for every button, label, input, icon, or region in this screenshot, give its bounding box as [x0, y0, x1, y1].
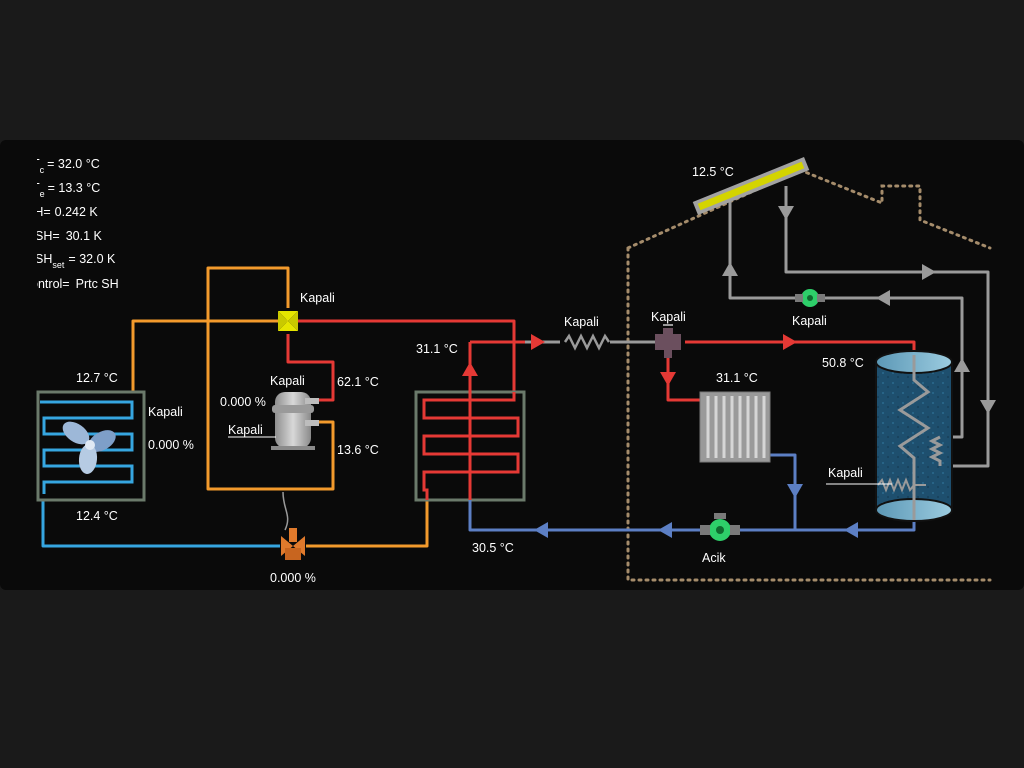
flow-arrows: [462, 206, 996, 538]
solar-collector-temp: 12.5 °C: [692, 165, 734, 179]
condenser-outlet-temp: 31.1 °C: [416, 342, 458, 356]
arrow-solar-down: [778, 206, 794, 220]
storage-tank: [875, 350, 953, 522]
expansion-valve-opening: 0.000 %: [270, 571, 316, 585]
readout-clip-mask: [0, 150, 37, 300]
evaporator-outlet-temp: 12.4 °C: [76, 509, 118, 523]
compressor-heater-state: Kapali: [228, 423, 263, 437]
compressor-state: Kapali: [270, 374, 305, 388]
expansion-valve-sensor: [282, 491, 289, 531]
tank-top-temp: 50.8 °C: [822, 356, 864, 370]
compressor-speed: 0.000 %: [220, 395, 266, 409]
arrow-condenser-up: [462, 362, 478, 376]
arrow-radiator-return-down: [787, 484, 803, 498]
liquid-line: [306, 500, 429, 548]
tank-heater-state: Kapali: [828, 466, 863, 480]
solar-pump-icon: [795, 289, 825, 307]
outdoor-return-line: [41, 500, 280, 548]
compressor-icon: [271, 392, 319, 450]
compressor-loop-line: [206, 321, 335, 491]
cold-return-line: [468, 500, 916, 532]
evaporator: [36, 390, 146, 502]
tank-heater: [877, 477, 926, 493]
diagram-panel: [0, 140, 1024, 590]
arrow-return-left-3: [534, 522, 548, 538]
arrow-solar-riser-up: [954, 358, 970, 372]
tank-coil: [897, 355, 931, 520]
electric-heater-state: Kapali: [564, 315, 599, 329]
arrow-solar-up: [722, 262, 738, 276]
fan-speed: 0.000 %: [148, 438, 194, 452]
fan-icon: [62, 421, 116, 474]
arrow-solar-left: [876, 290, 890, 306]
radiator-return-line: [770, 453, 797, 530]
three-way-valve-state: Kapali: [651, 310, 686, 324]
arrow-supply-right-2: [783, 334, 797, 350]
discharge-temp: 62.1 °C: [337, 375, 379, 389]
solar-coil: [928, 435, 944, 466]
arrow-return-left-1: [844, 522, 858, 538]
evaporator-inlet-temp: 12.7 °C: [76, 371, 118, 385]
arrow-solar-return-down: [980, 400, 996, 414]
circulation-pump-icon: [700, 513, 740, 541]
fan-state: Kapali: [148, 405, 183, 419]
expansion-valve-icon: [281, 528, 305, 560]
arrow-return-left-2: [658, 522, 672, 538]
hot-gas-line: [296, 319, 516, 392]
radiator: [699, 391, 771, 463]
electric-heater-icon: [563, 333, 611, 351]
four-way-valve-icon: [278, 311, 298, 331]
four-way-valve-state: Kapali: [300, 291, 335, 305]
three-way-valve-icon: [655, 324, 681, 358]
arrow-radiator-down: [660, 372, 676, 386]
condenser-return-temp: 30.5 °C: [472, 541, 514, 555]
valve-loop-line: [206, 266, 290, 323]
discharge-line: [286, 334, 335, 402]
arrow-supply-right: [531, 334, 545, 350]
radiator-temp: 31.1 °C: [716, 371, 758, 385]
arrow-solar-right: [922, 264, 936, 280]
solar-collector: [692, 157, 810, 215]
refrigerant-circuit: [41, 266, 516, 548]
suction-temp: 13.6 °C: [337, 443, 379, 457]
solar-pump-state: Kapali: [792, 314, 827, 328]
circulation-pump-state: Acik: [702, 551, 726, 565]
radiator-branch-line: [666, 356, 700, 402]
